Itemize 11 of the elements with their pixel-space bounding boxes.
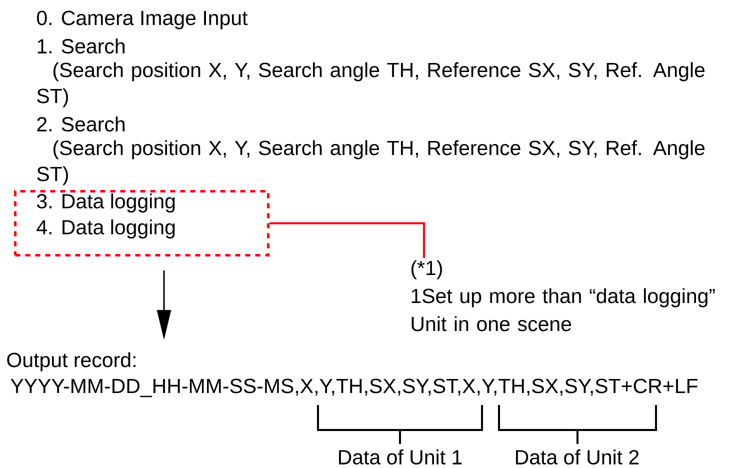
bracket-label: Data of Unit 1	[339, 449, 462, 465]
output-record-text: Output record: YYYY-MM-DD_HH-MM-SS-MS,X,Y,TH,SX,SY,ST,X,Y,TH,SX,SY,ST+CR+LF	[7, 352, 698, 398]
step-text: (Search position X, Y, Search angle TH, Reference SX, SY, Ref. Angle ST)	[37, 62, 705, 108]
dashed-group-box: 3. Data logging 4. Data logging	[14, 190, 270, 256]
step-text: (Search position X, Y, Search angle TH, Reference SX, SY, Ref. Angle ST)	[37, 140, 705, 186]
step-text: 2. Search	[37, 116, 124, 132]
step-text: 1. Search	[38, 38, 124, 54]
bracket-label: Data of Unit 2	[516, 449, 639, 465]
leader-line	[270, 222, 425, 258]
step-text: 0. Camera Image Input	[37, 10, 248, 30]
note-text: (*1) 1Set up more than “data logging” Unit in one scene	[411, 260, 715, 332]
